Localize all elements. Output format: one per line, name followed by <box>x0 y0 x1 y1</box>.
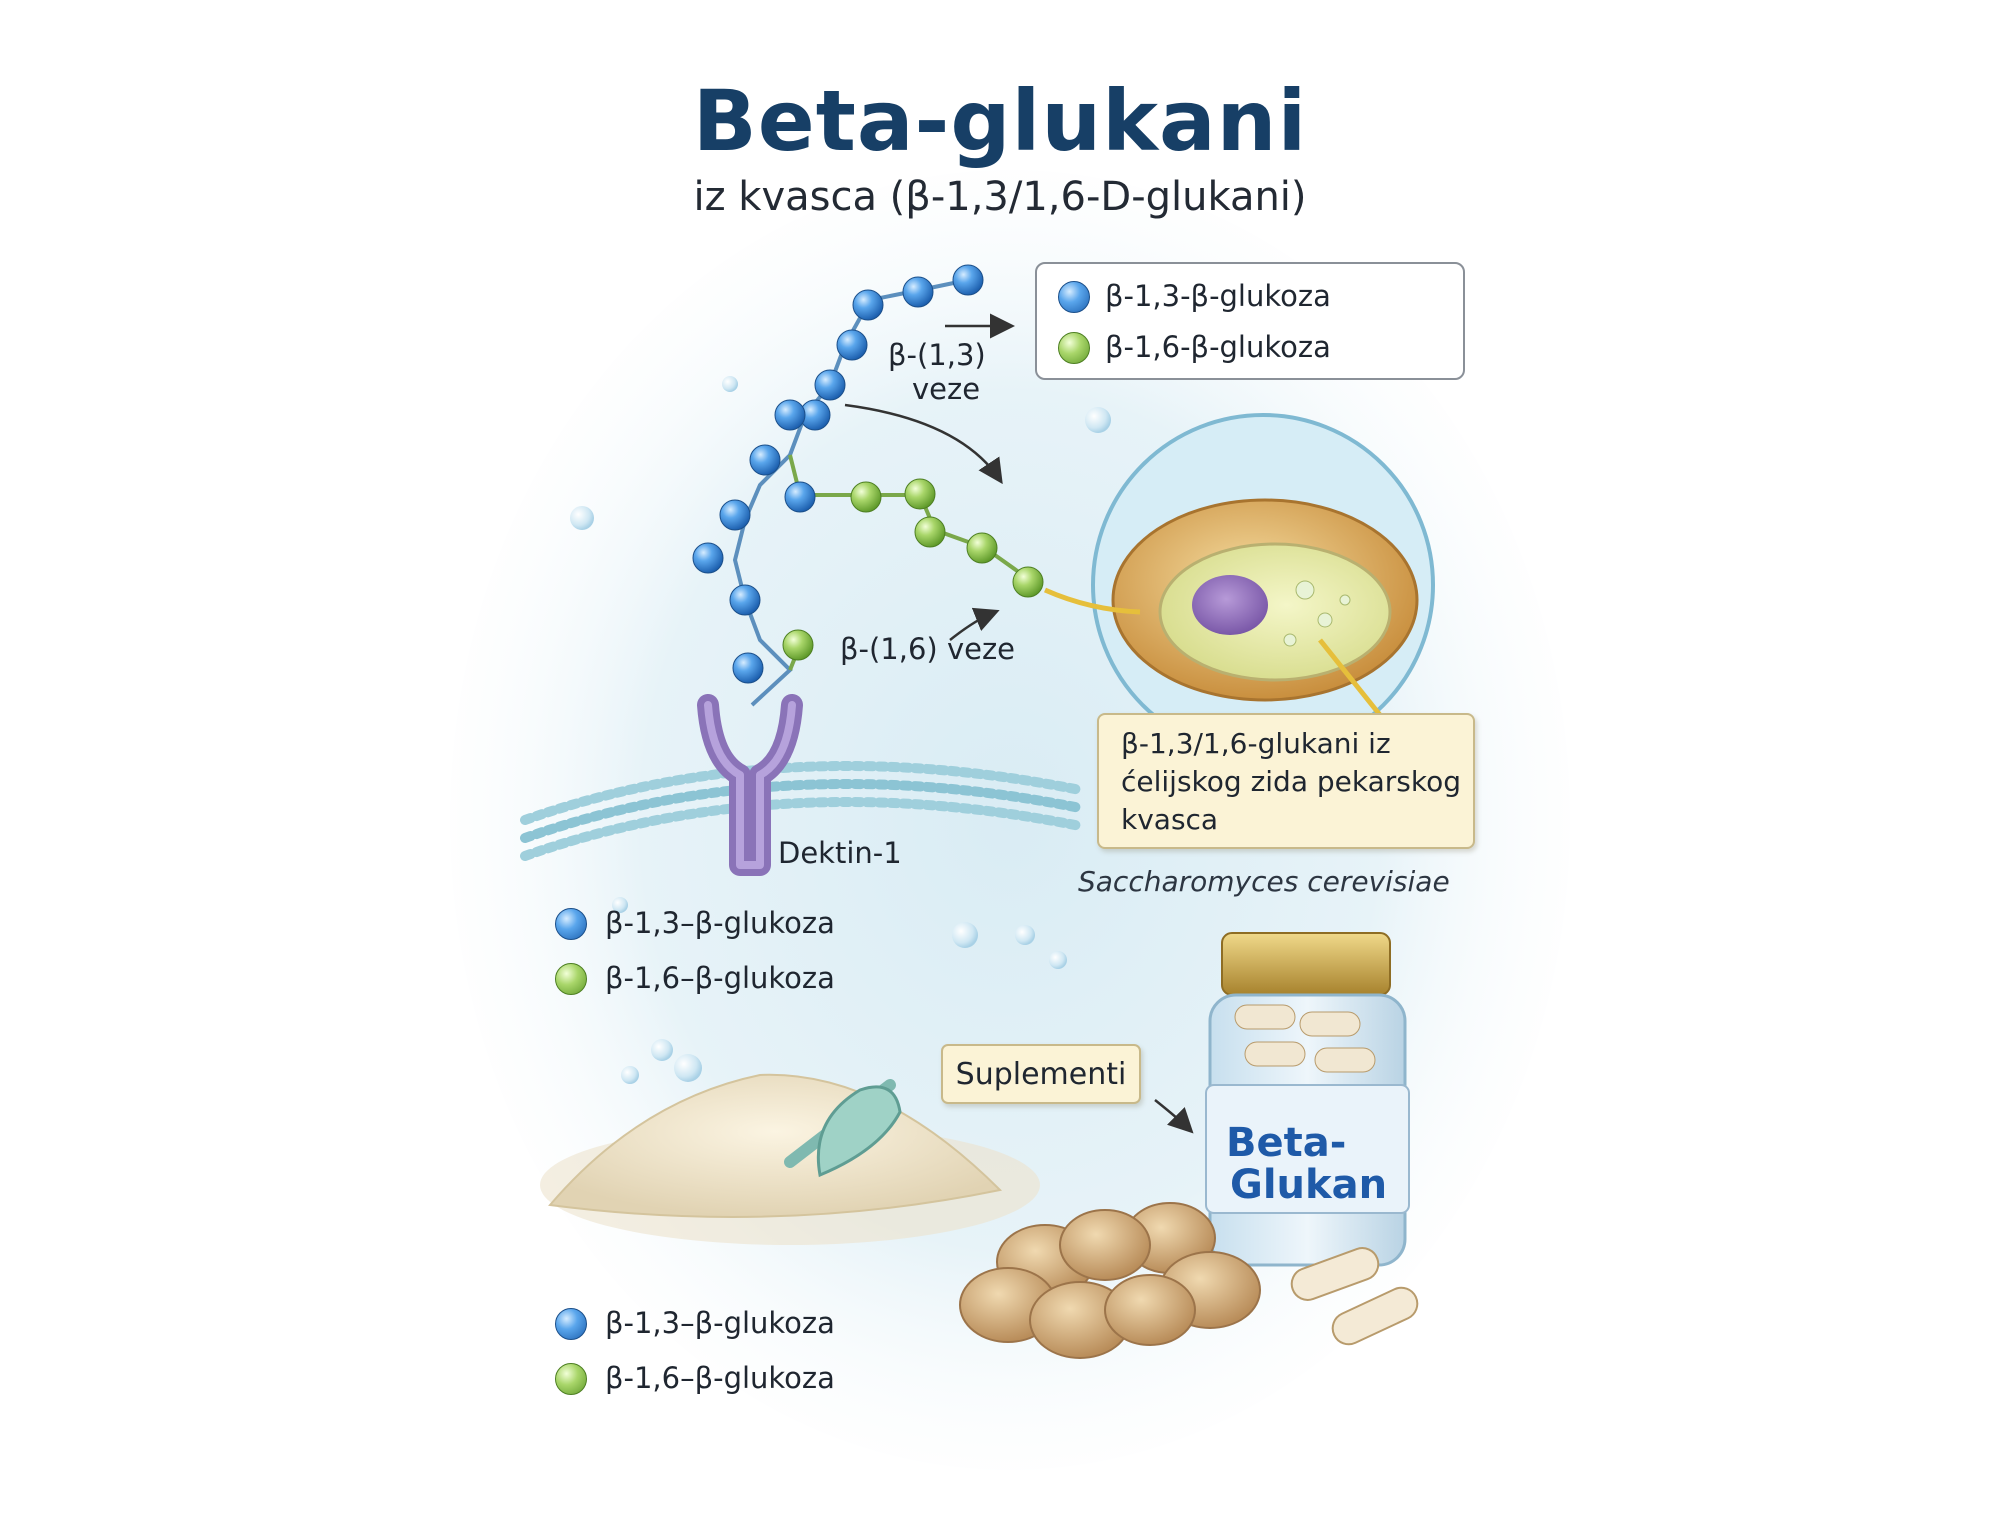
arrow-icon <box>844 403 1003 485</box>
green-glucose-dot-icon <box>1058 332 1090 364</box>
annotation-arrows <box>844 313 1194 1134</box>
blue-glucose-dot-icon <box>952 264 984 296</box>
bond-13-label-line2: veze <box>912 372 981 406</box>
legend-green-label: β-1,6-β-glukoza <box>1105 330 1331 364</box>
beta16-glucose-units <box>782 478 1044 661</box>
callout-line-2: ćelijskog zida pekarskog <box>1121 765 1461 798</box>
blue-glucose-dot-icon <box>555 908 587 940</box>
supplements-label: Suplementi <box>955 1057 1127 1092</box>
callout-line-3: kvasca <box>1121 803 1219 836</box>
green-glucose-dot-icon <box>555 963 587 995</box>
blue-glucose-dot-icon <box>836 329 868 361</box>
legend-bottom-green-label: β-1,6–β-glukoza <box>605 1361 835 1395</box>
blue-glucose-dot-icon <box>1058 281 1090 313</box>
bond-16-label: β-(1,6) veze <box>840 632 1016 666</box>
jar-label-line2: Glukan <box>1230 1162 1388 1208</box>
decorative-bubbles <box>570 376 1111 1084</box>
tablet-icon <box>959 1202 1261 1359</box>
green-glucose-dot-icon <box>966 532 998 564</box>
blue-glucose-dot-icon <box>555 1308 587 1340</box>
page-subtitle: iz kvasca (β-1,3/1,6-D-glukani) <box>693 174 1307 220</box>
species-label: Saccharomyces cerevisiae <box>1078 865 1450 898</box>
beta13-glucose-units <box>692 264 984 684</box>
blue-glucose-dot-icon <box>719 499 751 531</box>
blue-glucose-dot-icon <box>692 542 724 574</box>
arrow-icon <box>949 607 1000 641</box>
blue-glucose-dot-icon <box>774 399 806 431</box>
green-glucose-dot-icon <box>904 478 936 510</box>
legend-top: β-1,3-β-glukoza β-1,6-β-glukoza <box>1035 262 1465 380</box>
arrow-icon <box>1154 1099 1194 1134</box>
green-glucose-dot-icon <box>850 481 882 513</box>
cell-membrane <box>520 761 1085 861</box>
blue-glucose-dot-icon <box>732 652 764 684</box>
green-glucose-dot-icon <box>1012 566 1044 598</box>
blue-glucose-dot-icon <box>902 276 934 308</box>
page-title: Beta-glukani <box>692 72 1308 170</box>
capsule-icon <box>1234 1004 1376 1073</box>
yeast-cell-icon <box>1091 413 1435 757</box>
legend-blue-label: β-1,3-β-glukoza <box>1105 279 1331 313</box>
receptor-label: Dektin-1 <box>778 836 902 870</box>
legend-mid-green-label: β-1,6–β-glukoza <box>605 961 835 995</box>
blue-glucose-dot-icon <box>784 481 816 513</box>
bond-13-label-line1: β-(1,3) <box>888 338 986 372</box>
legend-bottom-blue-label: β-1,3–β-glukoza <box>605 1306 835 1340</box>
blue-glucose-dot-icon <box>729 584 761 616</box>
connector-lines <box>1043 587 1382 717</box>
jar-label-line1: Beta- <box>1226 1120 1347 1166</box>
supplements-label-box: Suplementi <box>941 1044 1141 1104</box>
legend-mid-blue-label: β-1,3–β-glukoza <box>605 906 835 940</box>
green-glucose-dot-icon <box>782 629 814 661</box>
capsule-icon <box>1290 1247 1419 1346</box>
blue-glucose-dot-icon <box>852 289 884 321</box>
blue-glucose-dot-icon <box>814 369 846 401</box>
blue-glucose-dot-icon <box>749 444 781 476</box>
yeast-callout: β-1,3/1,6-glukani iz ćelijskog zida peka… <box>1097 713 1475 849</box>
green-glucose-dot-icon <box>555 1363 587 1395</box>
green-glucose-dot-icon <box>914 516 946 548</box>
dectin-receptor-icon <box>697 694 803 876</box>
powder-scoop-icon <box>540 1073 1040 1245</box>
supplement-jar-icon <box>1205 932 1410 1267</box>
callout-line-1: β-1,3/1,6-glukani iz <box>1121 727 1391 760</box>
